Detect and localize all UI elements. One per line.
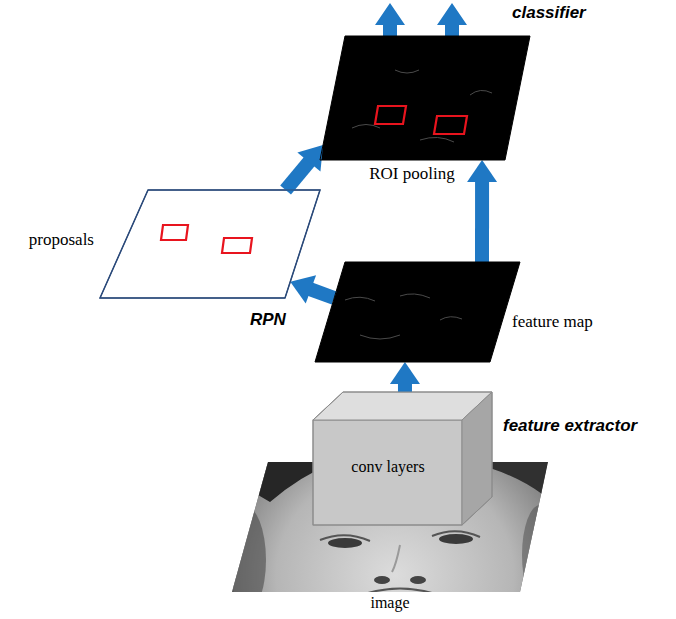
roi-pooling-map: ROI pooling: [320, 36, 530, 160]
node-label: ROI pooling: [369, 164, 454, 184]
feature-map: feature map: [315, 262, 520, 362]
node-label: image: [370, 594, 409, 612]
arrow-head: [390, 362, 420, 384]
feature-map: [315, 262, 520, 362]
flow-arrow: [390, 362, 420, 392]
conv-box: [313, 392, 492, 525]
node-label: proposals: [29, 230, 94, 250]
node-outline: [100, 190, 320, 298]
arrow-head: [290, 275, 316, 303]
proposal-sheet: [100, 190, 320, 298]
input-image: image: [232, 462, 548, 592]
arrow-head: [297, 145, 323, 172]
arrow-head: [467, 160, 497, 182]
node-border: [100, 190, 320, 298]
roi-features: [352, 70, 492, 142]
proposals-sheet: proposals: [100, 190, 320, 298]
node-border: [232, 462, 548, 592]
node-border: [313, 392, 492, 525]
flow-arrow: [286, 145, 323, 190]
node-outline: [315, 262, 520, 362]
face-photo: [222, 410, 560, 619]
node-outline: [232, 462, 548, 592]
node-border: [320, 36, 530, 160]
proposal-box: [161, 225, 252, 253]
arrow-shaft: [475, 181, 489, 262]
node-label: feature map: [512, 312, 593, 332]
flow-arrow: [290, 275, 334, 303]
edge-label: RPN: [250, 310, 286, 330]
node-outline: [320, 36, 530, 160]
arrow-shaft: [286, 161, 310, 190]
roi-box: [375, 106, 467, 134]
stage-label: feature extractor: [503, 416, 637, 436]
classifier-arrow: [375, 3, 467, 36]
conv-layers-box: conv layers: [313, 392, 492, 525]
node-border: [315, 262, 520, 362]
map-features: [345, 294, 462, 339]
arrow-shaft: [310, 289, 334, 298]
node-label: conv layers: [351, 458, 424, 476]
stage-label: classifier: [512, 3, 586, 23]
roi-map: [320, 36, 530, 160]
flow-arrow: [467, 160, 497, 262]
arrow-shaft: [398, 383, 412, 392]
